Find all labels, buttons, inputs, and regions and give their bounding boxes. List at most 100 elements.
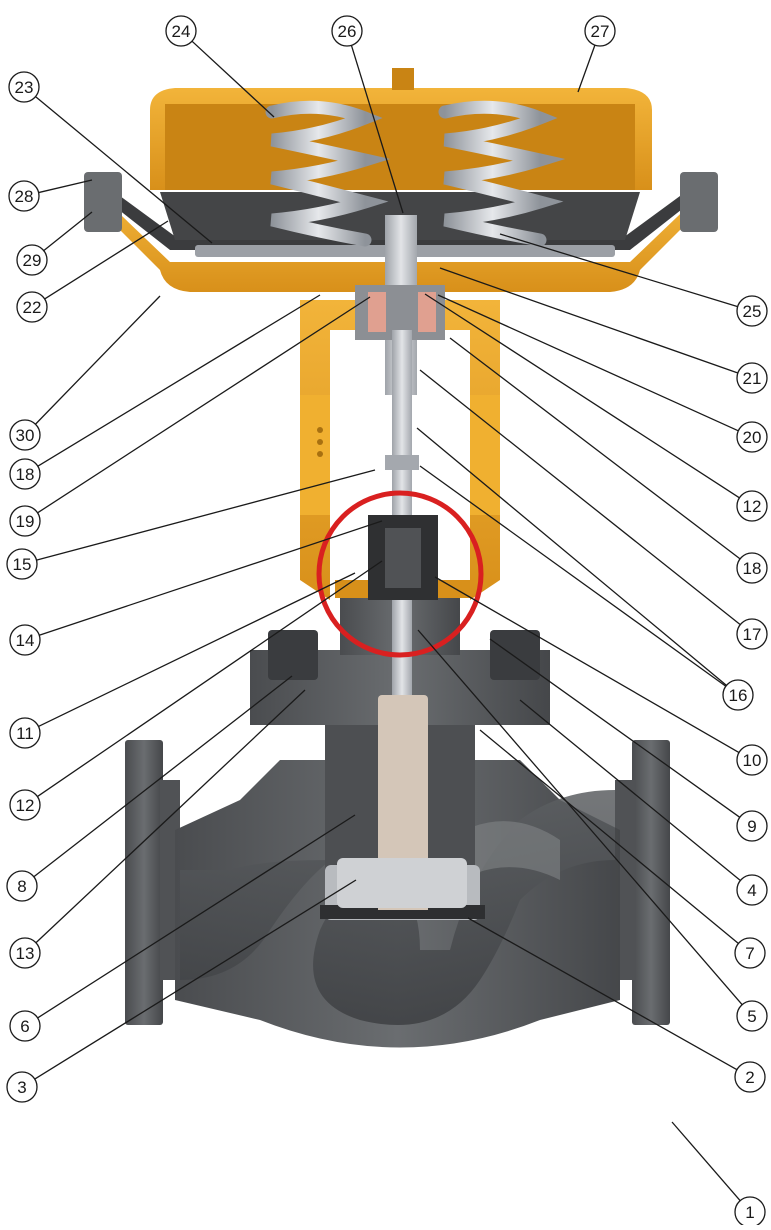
callout-circle <box>736 744 768 776</box>
callout-circle <box>16 244 48 276</box>
leader-line-12 <box>424 293 740 499</box>
stem-connector <box>385 455 419 470</box>
callouts: 1234567891011121213141516171818192021222… <box>6 15 768 1228</box>
leader-line-18 <box>37 294 321 467</box>
callout-1: 1 <box>734 1196 766 1228</box>
callout-11: 11 <box>9 717 41 749</box>
callout-2: 2 <box>734 1061 766 1093</box>
callout-12: 12 <box>736 490 768 522</box>
callout-circle <box>734 1061 766 1093</box>
callout-29: 29 <box>16 244 48 276</box>
callout-number: 6 <box>20 1017 29 1036</box>
callout-24: 24 <box>165 15 197 47</box>
right-flange <box>632 740 670 1025</box>
callout-30: 30 <box>9 419 41 451</box>
callout-number: 12 <box>743 497 762 516</box>
callout-number: 15 <box>13 555 32 574</box>
callout-number: 29 <box>23 251 42 270</box>
callout-circle <box>9 789 41 821</box>
callout-28: 28 <box>8 180 40 212</box>
highlight-circle <box>316 490 484 658</box>
callout-circle <box>8 71 40 103</box>
leader-line-11 <box>38 572 356 728</box>
leader-line-30 <box>34 295 161 425</box>
callout-circle <box>722 679 754 711</box>
callout-circle <box>9 717 41 749</box>
callout-circle <box>8 180 40 212</box>
air-connector <box>392 68 414 90</box>
callout-number: 13 <box>16 944 35 963</box>
callout-number: 4 <box>747 881 756 900</box>
callout-number: 17 <box>743 625 762 644</box>
callout-7: 7 <box>734 937 766 969</box>
leader-line-8 <box>33 675 293 878</box>
leader-lines <box>33 40 743 1202</box>
callout-circle <box>16 291 48 323</box>
callout-circle <box>9 419 41 451</box>
callout-circle <box>6 870 38 902</box>
callout-number: 3 <box>17 1078 26 1097</box>
callout-27: 27 <box>584 15 616 47</box>
callout-4: 4 <box>736 874 768 906</box>
callout-circle <box>6 548 38 580</box>
leader-line-23 <box>35 96 213 244</box>
callout-circle <box>6 1071 38 1103</box>
callout-12: 12 <box>9 789 41 821</box>
leader-line-28 <box>38 179 93 194</box>
spring-left <box>265 100 391 247</box>
callout-8: 8 <box>6 870 38 902</box>
leader-line-20 <box>437 294 739 432</box>
callout-circle <box>736 1000 768 1032</box>
callout-circle <box>736 810 768 842</box>
callout-18: 18 <box>9 458 41 490</box>
callout-circle <box>736 295 768 327</box>
plug-head <box>337 858 467 908</box>
actuator-lower-case <box>85 195 715 292</box>
callout-number: 30 <box>16 426 35 445</box>
stud-left <box>268 630 318 680</box>
callout-circle <box>584 15 616 47</box>
callout-number: 10 <box>743 751 762 770</box>
leader-line-12 <box>37 560 383 798</box>
callout-circle <box>734 937 766 969</box>
leader-line-10 <box>434 576 740 754</box>
left-flange <box>125 740 163 1025</box>
callout-22: 22 <box>16 291 48 323</box>
callout-number: 22 <box>23 298 42 317</box>
callout-number: 25 <box>743 302 762 321</box>
leader-line-15 <box>36 469 376 561</box>
leader-line-17 <box>419 369 741 626</box>
callout-23: 23 <box>8 71 40 103</box>
callout-number: 12 <box>16 796 35 815</box>
leader-line-24 <box>191 40 275 118</box>
callout-number: 5 <box>747 1007 756 1026</box>
callout-circle <box>9 1010 41 1042</box>
callout-14: 14 <box>9 624 41 656</box>
leader-line-3 <box>34 879 357 1080</box>
callout-number: 23 <box>15 78 34 97</box>
callout-circle <box>736 874 768 906</box>
callout-circle <box>165 15 197 47</box>
leader-line-14 <box>39 520 383 636</box>
callout-number: 27 <box>591 22 610 41</box>
spring-right <box>438 100 566 247</box>
leader-line-7 <box>479 729 739 944</box>
callout-number: 18 <box>743 559 762 578</box>
callout-17: 17 <box>736 618 768 650</box>
callout-21: 21 <box>736 362 768 394</box>
callout-circle <box>736 552 768 584</box>
callout-circle <box>736 490 768 522</box>
callout-number: 7 <box>745 944 754 963</box>
callout-number: 11 <box>16 724 34 743</box>
callout-circle <box>736 618 768 650</box>
callout-6: 6 <box>9 1010 41 1042</box>
callout-circle <box>9 624 41 656</box>
callout-25: 25 <box>736 295 768 327</box>
leader-line-9 <box>489 638 741 818</box>
leader-line-22 <box>44 220 169 300</box>
callout-number: 1 <box>745 1203 754 1222</box>
callout-number: 24 <box>172 22 191 41</box>
callout-10: 10 <box>736 744 768 776</box>
